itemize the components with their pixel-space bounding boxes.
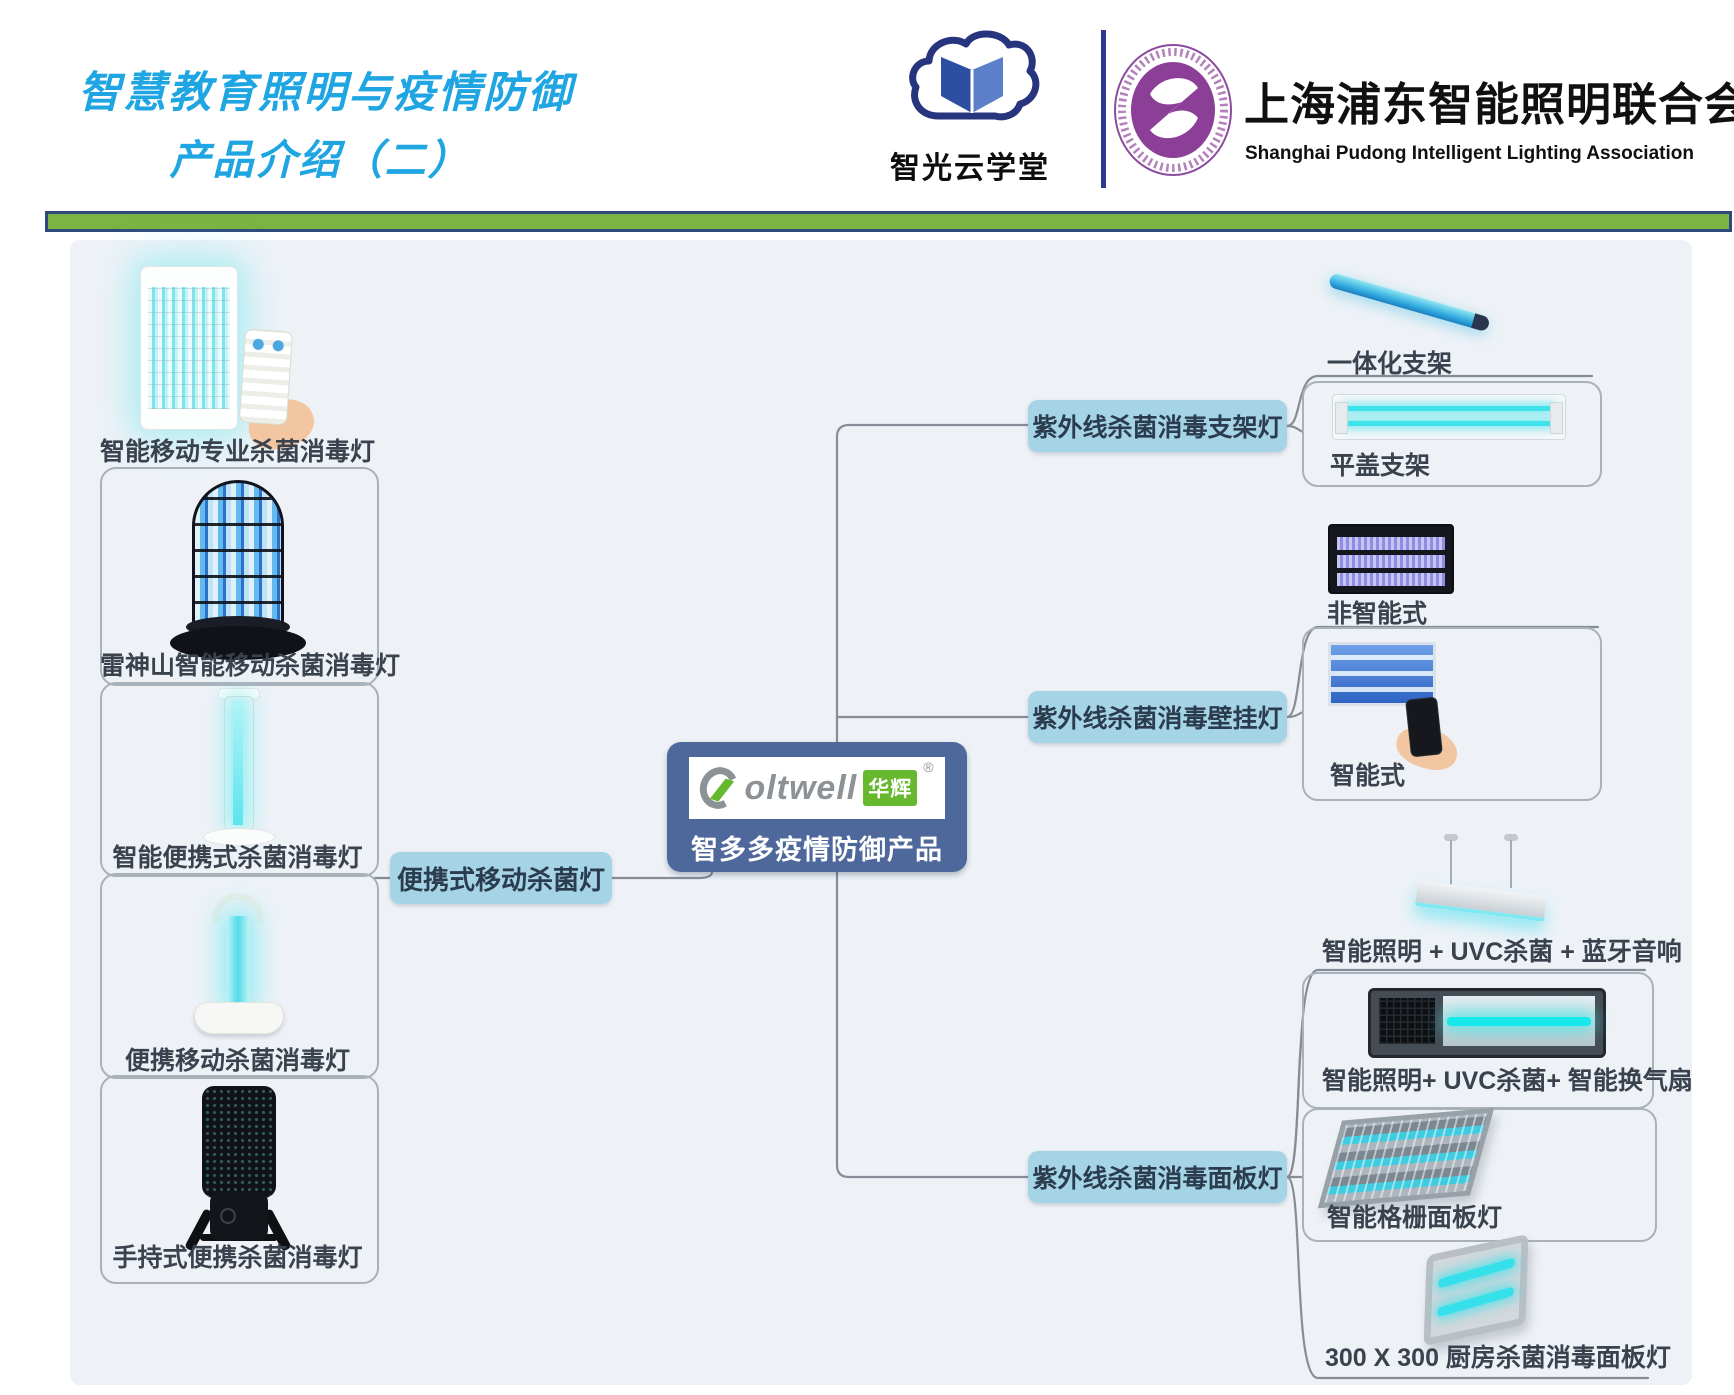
fan-grid (1379, 998, 1435, 1044)
end-cap (1335, 402, 1348, 434)
uv-tube (1345, 421, 1553, 426)
caged-lamp-base (170, 626, 306, 660)
handheld-uv-head-image (202, 1086, 276, 1198)
leaf-box-smart-wall (1302, 627, 1602, 801)
leaf-label-bluetooth: 智能照明 + UVC杀菌 + 蓝牙音响 (1322, 938, 1682, 966)
branch-node-bracket-lamp: 紫外线杀菌消毒支架灯 (1028, 400, 1287, 452)
logo-divider (1101, 30, 1106, 188)
uv-tube (1345, 406, 1553, 411)
end-cap (1550, 402, 1563, 434)
voltwell-logo: oltwell 华辉 ® (689, 757, 945, 819)
left-item-label-4: 便携移动杀菌消毒灯 (124, 1047, 350, 1075)
canopy (1444, 834, 1458, 841)
registered-mark: ® (923, 759, 934, 775)
branch-node-wall-lamp: 紫外线杀菌消毒壁挂灯 (1028, 691, 1287, 743)
uv-tube (1438, 1257, 1515, 1289)
uvc-fan-fixture-image (1368, 988, 1606, 1058)
voltwell-cn-badge: 华辉 (863, 770, 918, 806)
association-name-cn: 上海浦东智能照明联合会 (1244, 79, 1734, 130)
canopy (1504, 834, 1518, 841)
handheld-uv-body-image (210, 1192, 268, 1240)
cloud-book-logo-icon (909, 30, 1040, 121)
portable-lamp-base (194, 1002, 284, 1034)
flat-cover-bracket-image (1332, 394, 1566, 440)
left-item-box-3 (100, 682, 379, 877)
association-name-en: Shanghai Pudong Intelligent Lighting Ass… (1245, 143, 1694, 164)
leaf-label-smart: 智能式 (1330, 762, 1406, 790)
left-item-label-1: 智能移动专业杀菌消毒灯 (100, 438, 376, 466)
remote-control-image (238, 328, 294, 426)
cabinet-uv-lamp-image (140, 266, 238, 430)
branch-node-panel-lamp: 紫外线杀菌消毒面板灯 (1028, 1151, 1287, 1203)
leaf-label-fan: 智能照明+ UVC杀菌+ 智能换气扇 (1322, 1067, 1693, 1095)
caged-uv-lamp-image (192, 480, 284, 630)
non-smart-wall-lamp-image (1328, 524, 1454, 594)
center-node: oltwell 华辉 ® 智多多疫情防御产品 (667, 742, 967, 872)
portable-lamp-handle (212, 893, 264, 923)
pendant-body (1414, 880, 1548, 922)
leaf-label-integrated-bracket: 一体化支架 (1327, 350, 1453, 378)
left-item-box-5 (100, 1075, 379, 1284)
leaf-box-flat-bracket (1302, 381, 1602, 487)
uv-tube (1437, 1286, 1514, 1318)
leaf-label-kitchen: 300 X 300 厨房杀菌消毒面板灯 (1325, 1344, 1671, 1372)
voltwell-c-swoosh-icon (694, 762, 744, 814)
pendant-light-image (1412, 834, 1552, 934)
left-item-box-4 (100, 873, 379, 1079)
page-title-line1: 智慧教育照明与疫情防御 (78, 69, 573, 117)
smart-wall-lamp-image (1328, 642, 1436, 706)
leaf-label-louver: 智能格栅面板灯 (1327, 1204, 1503, 1232)
left-item-label-3: 智能便携式杀菌消毒灯 (112, 844, 363, 872)
left-item-label-5: 手持式便携杀菌消毒灯 (112, 1244, 363, 1272)
slim-lamp-base (203, 828, 275, 846)
leaf-label-non-smart: 非智能式 (1327, 600, 1428, 628)
portable-lamp-tube (227, 916, 249, 1006)
school-logo-label: 智光云学堂 (890, 152, 1050, 185)
association-badge-icon (1114, 44, 1232, 176)
header-accent-bar (45, 211, 1732, 232)
slim-tube-lamp-image (224, 696, 254, 830)
leaf-label-flat-bracket: 平盖支架 (1330, 452, 1431, 480)
center-node-label: 智多多疫情防御产品 (691, 835, 943, 865)
suspension-wire (1450, 840, 1452, 888)
suspension-wire (1510, 840, 1512, 888)
voltwell-wordmark: oltwell (744, 768, 858, 807)
branch-node-portable: 便携式移动杀菌灯 (390, 852, 612, 904)
louver-panel-image (1317, 1107, 1495, 1209)
uv-tube (1447, 1017, 1591, 1026)
left-item-label-2: 雷神山智能移动杀菌消毒灯 (100, 652, 401, 680)
phone-image (1405, 696, 1443, 758)
left-item-box-2 (100, 467, 379, 686)
page-title-line2: 产品介绍（二） (169, 137, 471, 183)
